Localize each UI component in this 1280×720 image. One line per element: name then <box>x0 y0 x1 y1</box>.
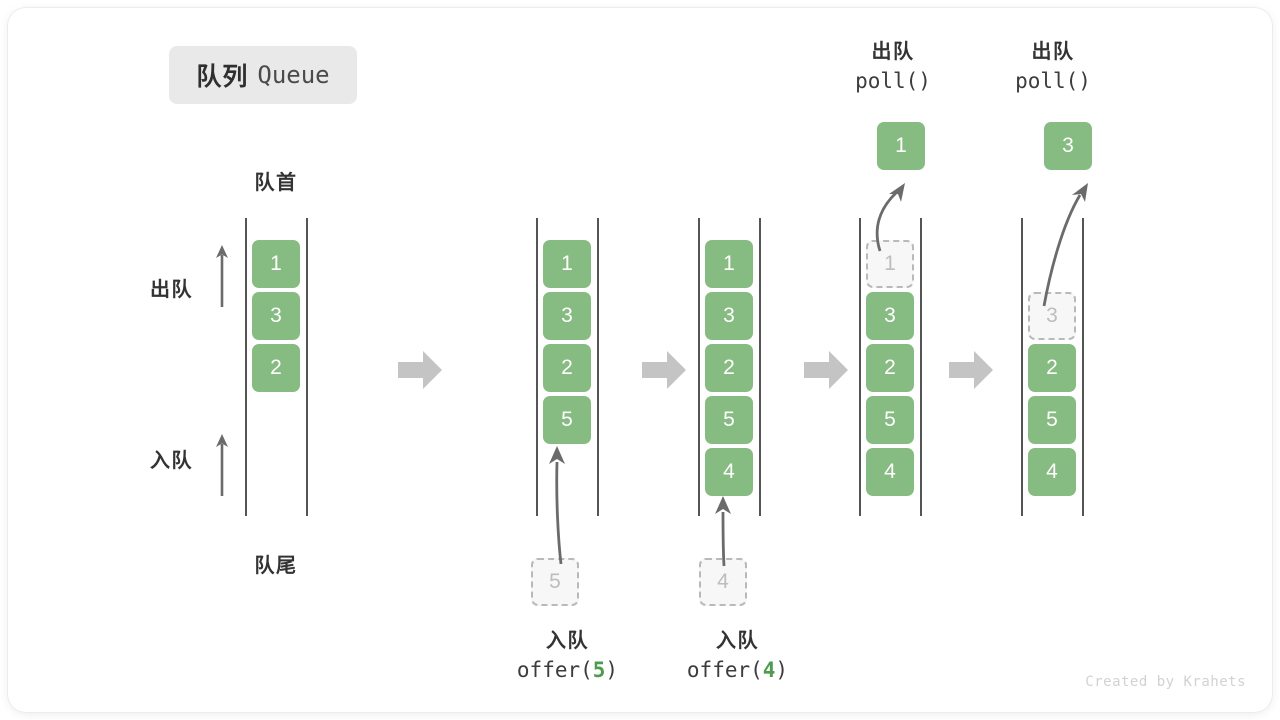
operation-label-poll-2: 出队 poll() <box>963 39 1143 96</box>
watermark-credit: Created by Krahets <box>1085 674 1246 690</box>
queue-element: 2 <box>543 344 591 392</box>
queue-element: 4 <box>705 448 753 496</box>
incoming-element-ghost: 4 <box>699 558 747 606</box>
operation-label-line2: poll() <box>855 68 931 93</box>
operation-label-line2: offer(5) <box>516 657 619 682</box>
dequeued-element: 1 <box>877 122 925 170</box>
queue-rail-left <box>245 218 247 516</box>
queue-element: 3 <box>866 292 914 340</box>
queue-rail-left <box>698 218 700 516</box>
dequeue-motion-arrow-icon <box>1042 183 1088 307</box>
operation-label-poll-1: 出队 poll() <box>803 39 983 96</box>
diagram-title-badge: 队列 Queue <box>169 46 357 104</box>
operation-label-offer-4: 入队 offer(4) <box>630 628 845 685</box>
operation-label-line2: offer(4) <box>686 657 789 682</box>
queue-rail-left <box>859 218 861 516</box>
queue-element: 2 <box>1028 344 1076 392</box>
title-english: Queue <box>257 61 330 89</box>
dequeued-element-ghost: 3 <box>1028 292 1076 340</box>
queue-element: 2 <box>866 344 914 392</box>
queue-rail-left <box>536 218 538 516</box>
flow-arrow-icon <box>804 351 848 389</box>
queue-rail-right <box>1082 218 1084 516</box>
queue-element: 5 <box>543 396 591 444</box>
queue-element: 3 <box>705 292 753 340</box>
enqueue-direction-arrow-icon <box>216 434 228 496</box>
queue-element: 4 <box>1028 448 1076 496</box>
queue-rail-right <box>306 218 308 516</box>
operation-label-line1: 出队 <box>871 41 915 63</box>
queue-element: 3 <box>252 292 300 340</box>
operation-label-line2: poll() <box>1015 68 1091 93</box>
queue-front-label: 队首 <box>254 172 298 194</box>
queue-rail-left <box>1021 218 1023 516</box>
dequeue-direction-label: 出队 <box>150 279 193 301</box>
queue-rail-right <box>920 218 922 516</box>
queue-rear-label: 队尾 <box>254 555 298 577</box>
queue-element: 3 <box>543 292 591 340</box>
queue-element: 2 <box>252 344 300 392</box>
queue-element: 4 <box>866 448 914 496</box>
flow-arrow-icon <box>642 351 686 389</box>
queue-element: 1 <box>705 240 753 288</box>
operation-label-offer-5: 入队 offer(5) <box>460 628 675 685</box>
dequeued-element-ghost: 1 <box>866 240 914 288</box>
diagram-card: 队列 Queue 队首 队尾 出队 入队 1 3 2 1 3 2 5 5 <box>8 8 1272 712</box>
queue-element: 5 <box>866 396 914 444</box>
enqueue-motion-arrow-icon <box>549 446 565 565</box>
queue-element: 1 <box>252 240 300 288</box>
flow-arrow-icon <box>949 351 993 389</box>
flow-arrow-icon <box>398 351 442 389</box>
incoming-element-ghost: 5 <box>531 558 579 606</box>
queue-element: 5 <box>705 396 753 444</box>
queue-rail-right <box>597 218 599 516</box>
operation-label-line1: 入队 <box>716 630 759 652</box>
operation-label-line1: 入队 <box>546 630 589 652</box>
queue-rail-right <box>759 218 761 516</box>
operation-label-line1: 出队 <box>1031 41 1075 63</box>
dequeue-direction-arrow-icon <box>216 245 228 307</box>
queue-element: 2 <box>705 344 753 392</box>
queue-element: 1 <box>543 240 591 288</box>
queue-element: 5 <box>1028 396 1076 444</box>
title-chinese: 队列 <box>196 63 249 91</box>
enqueue-motion-arrow-icon <box>715 496 731 567</box>
dequeued-element: 3 <box>1044 122 1092 170</box>
enqueue-direction-label: 入队 <box>150 450 193 472</box>
